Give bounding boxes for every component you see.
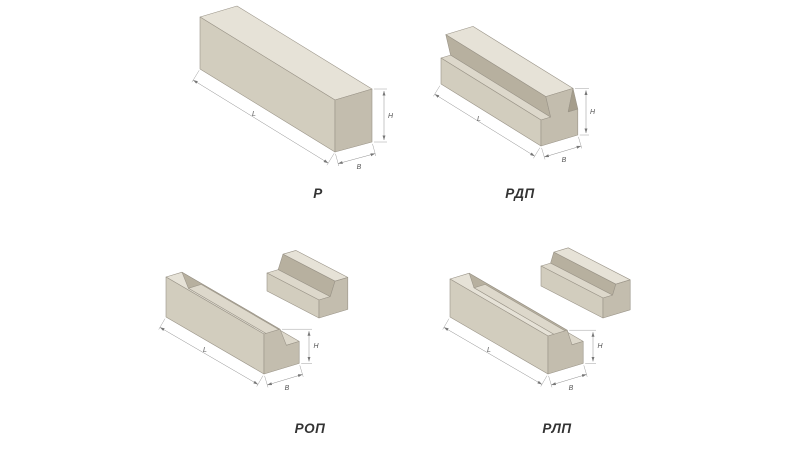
extension-line [191, 70, 200, 83]
dimension-label-width: B [285, 385, 290, 392]
figure-rdp: L H B [403, 2, 613, 192]
beam-secondary-rlp [540, 247, 631, 319]
extension-line [533, 147, 541, 159]
beam-body-rdp [440, 26, 579, 147]
dimension-width-rlp: B [548, 365, 588, 392]
dimension-line [193, 79, 329, 164]
beam-drawing-r: L H B [191, 5, 394, 171]
figure-label-rop: РОП [294, 421, 326, 436]
dimension-length-rop: L [158, 318, 264, 387]
beam-end-face [547, 329, 584, 375]
dimension-label-width: B [562, 157, 567, 164]
dimension-line [337, 153, 376, 164]
dimension-label-length: L [252, 111, 256, 118]
beam-drawing-rdp: L H B [433, 26, 596, 164]
dimension-width-r: B [335, 143, 377, 171]
dimension-line [434, 93, 535, 157]
dimension-label-width: B [357, 164, 362, 171]
beam-drawing-rlp: L H B [442, 247, 631, 392]
dimension-line [267, 374, 303, 386]
extension-line [541, 147, 546, 160]
beam-end-face [334, 88, 373, 153]
dimension-height-r: H [374, 88, 394, 143]
beam-end-face [263, 328, 300, 375]
extension-line [326, 153, 335, 166]
dimension-height-rdp: H [575, 88, 596, 136]
beam-secondary-rop [266, 250, 349, 319]
beam-body-r [199, 5, 373, 153]
dimension-label-width: B [569, 385, 574, 392]
beam-end-face [602, 279, 631, 319]
extension-line [264, 375, 269, 388]
figure-rop: L H B [142, 246, 382, 421]
dimension-label-height: H [598, 343, 604, 350]
extension-line [548, 375, 553, 388]
dimension-label-length: L [477, 116, 481, 123]
dimension-width-rdp: B [541, 136, 583, 164]
dimension-label-height: H [590, 109, 596, 116]
figure-label-rlp: РЛП [542, 421, 572, 436]
dimension-label-length: L [203, 347, 207, 354]
dimension-height-rop: H [282, 328, 320, 364]
dimension-length-r: L [191, 70, 335, 166]
dimension-line [544, 145, 582, 158]
extension-line [335, 153, 340, 167]
dimension-length-rdp: L [433, 85, 541, 159]
dimension-label-height: H [388, 113, 394, 120]
extension-line [433, 85, 441, 97]
dimension-line [551, 374, 587, 386]
beam-main-rop [165, 271, 300, 375]
figure-label-rdp: РДП [505, 186, 535, 201]
extension-line [540, 375, 548, 387]
dimension-label-height: H [314, 343, 320, 350]
beam-notch-shadow [567, 88, 579, 113]
beam-drawing-rop: L H B [158, 250, 349, 392]
figure-label-r: Р [313, 186, 323, 201]
extension-line [256, 375, 264, 387]
dimension-line [443, 327, 543, 385]
extension-line [158, 318, 166, 330]
dimension-length-rlp: L [442, 318, 548, 387]
beam-end-face [318, 277, 349, 319]
dimension-width-rop: B [264, 365, 304, 392]
extension-line [442, 318, 450, 330]
figure-rlp: L H B [428, 246, 668, 421]
dimension-line [159, 327, 259, 385]
dimension-height-rlp: H [569, 329, 604, 364]
figure-r: L H B [180, 2, 430, 192]
dimension-label-length: L [487, 347, 491, 354]
